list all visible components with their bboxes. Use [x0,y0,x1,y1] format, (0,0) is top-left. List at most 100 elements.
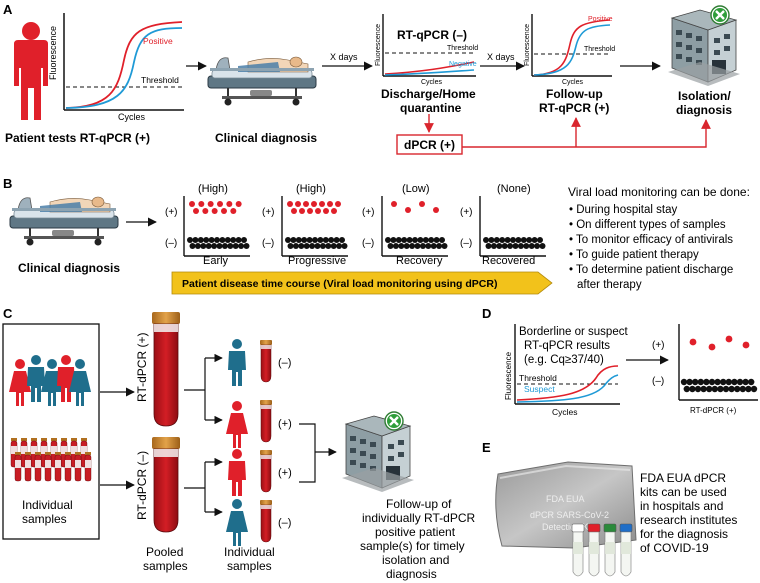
b-black-dot [537,237,543,243]
followup-c-5: isolation and [382,553,449,567]
tree-lines [184,353,223,517]
rack-tube-cap [65,452,71,455]
b-black-dot [328,237,335,243]
vial-label [589,542,599,554]
d-black-dot [706,385,713,393]
plot1-xlabel: Cycles [118,112,146,122]
e-text-2: kits can be used [640,485,727,499]
b-black-dot [485,243,492,249]
vial-cap [603,523,617,533]
b-black-dot [306,237,313,243]
d-black-dot [720,378,727,386]
b-red-dot [315,208,321,214]
panel-label-a: A [3,2,13,17]
b-black-dot [419,243,426,249]
bullet-2: • On different types of samples [569,219,726,231]
vial-label [605,542,615,554]
rack-tube-label [25,460,31,468]
kit-label-2: dPCR SARS-CoV-2 [530,510,609,520]
b-black-dot [488,237,495,243]
d-dot-xlabel: RT-dPCR (+) [690,406,737,415]
e-text-3: in hospitals and [640,499,723,513]
rack-tube-cap [85,452,91,455]
kit-label-3: Detection Kit [542,522,594,532]
b-red-dot [327,201,333,207]
clinical-diagnosis-caption: Clinical diagnosis [215,131,317,145]
b-black-dot [319,243,326,249]
b-black-dot [517,243,524,249]
individual-samples-line2: samples [22,512,67,526]
b-black-dot [387,243,394,249]
d-black-dot [742,378,749,386]
b-black-dot [496,243,503,249]
monitor-title: Viral load monitoring can be done: [568,185,750,199]
timeline-label: Patient disease time course (Viral load … [182,278,497,290]
d-red-dot [708,343,716,351]
followup-c-4: sample(s) for timely [360,539,465,553]
b-black-dot [414,243,421,249]
rack-tube-cap [35,452,41,455]
rack-tube-label [31,446,37,454]
rack-tube-cap [71,438,77,441]
b-red-dot [211,208,218,214]
panel-label-b: B [3,176,12,191]
hospital-bed-icon-b [9,196,119,247]
d-black-dot [680,378,688,386]
b-black-dot [439,237,445,243]
b-black-dot [224,237,231,243]
followup-caption-1: Follow-up [546,87,603,101]
b-black-dot [325,243,332,249]
rack-tube-cap [21,438,27,441]
person-3-icon [228,449,246,496]
b-black-dot [401,237,408,243]
followup-c-1: Follow-up of [386,497,452,511]
b-black-dot [483,237,489,243]
b-red-dot [433,207,439,213]
d-black-dot [700,385,707,393]
clinical-diagnosis-caption-b: Clinical diagnosis [18,261,120,275]
indiv-line1: Individual [224,545,275,559]
b-black-dot [510,237,516,243]
b-black-dot [341,243,348,249]
d-threshold: Threshold [519,373,557,383]
b-black-dot [406,237,413,243]
b-black-dot [428,237,435,243]
b-black-dot [504,237,511,243]
b-black-dot [203,237,210,243]
arrow-red-isolation [462,119,711,148]
b-black-dot [507,243,514,249]
d-red-dot [725,335,733,343]
b-red-dot [207,201,214,207]
b-black-dot [523,243,530,249]
plot1-threshold-label: Threshold [141,75,179,85]
b-black-dot [412,237,418,243]
plot1-ylabel: Fluorescence [48,26,58,80]
rack-tube-cap [81,438,87,441]
d-text-2: RT-qPCR results [524,340,610,352]
e-text-5: for the diagnosis [640,527,728,541]
vial-cap [619,523,633,533]
b-black-dot [433,237,440,243]
plot2-negative-label: Negative [449,61,477,68]
rack-tube-label [85,460,91,468]
b-red-dot [198,201,205,207]
result-3: (+) [278,467,292,479]
stage-level-recovered: (None) [497,183,531,195]
result-1: (–) [278,357,291,369]
indiv-line2: samples [227,559,272,573]
pooled-line1: Pooled [146,545,183,559]
hospital-building-icon-a [666,4,742,88]
rack-tube-label [11,446,17,454]
b-black-dot [241,237,247,243]
plot2-xlabel: Cycles [421,79,443,86]
rack-tube-cap [55,452,61,455]
rack-tube-cap [25,452,31,455]
b-black-dot [287,243,294,249]
b-black-dot [490,243,497,249]
plot-negative [382,14,476,77]
rack-tube-label [45,460,51,468]
rack-tube-label [65,460,71,468]
b-black-dot [499,237,506,243]
b-red-dot [391,201,397,207]
b-black-dot [493,237,500,243]
